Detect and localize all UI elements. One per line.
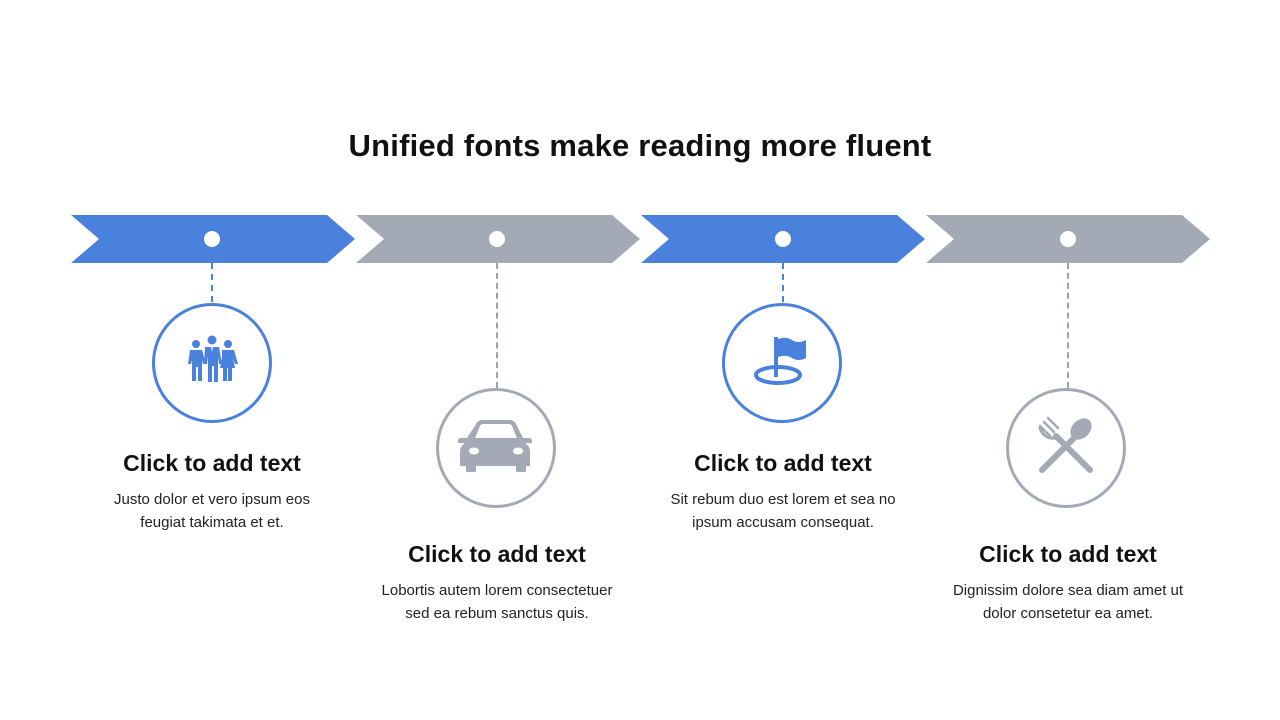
step-2-description-line-1: Lobortis autem lorem consectetuer xyxy=(381,582,613,599)
step-4-description-line-2: dolor consetetur ea amet. xyxy=(982,605,1154,622)
fork-spoon-icon xyxy=(1036,416,1096,481)
step-2-dot xyxy=(489,231,505,247)
flag-icon xyxy=(752,335,812,392)
step-2-description-line-2: sed ea rebum sanctus quis. xyxy=(405,605,589,622)
step-3-description-line-1: Sit rebum duo est lorem et sea no xyxy=(670,491,896,508)
step-4-dot xyxy=(1060,231,1076,247)
step-3-description[interactable]: Sit rebum duo est lorem et sea no ipsum … xyxy=(633,488,933,534)
step-1-dot xyxy=(204,231,220,247)
step-4-description-line-1: Dignissim dolore sea diam amet ut xyxy=(952,582,1184,599)
slide-title[interactable]: Unified fonts make reading more fluent xyxy=(348,128,932,163)
step-4-heading[interactable]: Click to add text xyxy=(979,541,1157,567)
step-3-heading[interactable]: Click to add text xyxy=(694,450,872,476)
step-2-circle xyxy=(436,388,556,508)
people-icon xyxy=(184,335,240,392)
step-3-dot xyxy=(775,231,791,247)
step-3-description-line-2: ipsum accusam consequat. xyxy=(692,514,874,531)
step-4-description[interactable]: Dignissim dolore sea diam amet ut dolor … xyxy=(918,579,1218,625)
step-1-connector xyxy=(211,263,213,302)
step-4-circle xyxy=(1006,388,1126,508)
step-1-circle xyxy=(152,303,272,423)
step-1-description-line-1: Justo dolor et vero ipsum eos xyxy=(114,491,310,508)
step-3-connector xyxy=(782,263,784,302)
step-2-connector xyxy=(496,263,498,388)
step-2-heading[interactable]: Click to add text xyxy=(408,541,586,567)
step-1-heading[interactable]: Click to add text xyxy=(123,450,301,476)
step-3-circle xyxy=(722,303,842,423)
step-2-description[interactable]: Lobortis autem lorem consectetuer sed ea… xyxy=(347,579,647,625)
step-4-connector xyxy=(1067,263,1069,388)
car-icon xyxy=(458,418,534,479)
step-1-description-line-2: feugiat takimata et et. xyxy=(140,514,284,531)
step-1-description[interactable]: Justo dolor et vero ipsum eos feugiat ta… xyxy=(62,488,362,534)
